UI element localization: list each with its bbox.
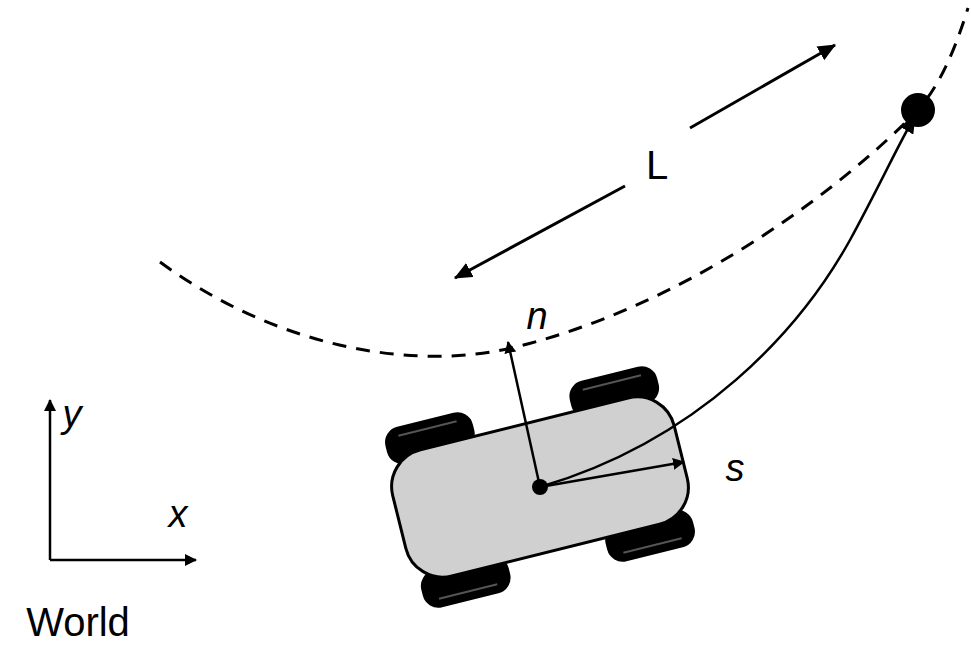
reference-path — [160, 8, 968, 356]
axis-label: x — [169, 495, 188, 533]
dimension-arrow — [455, 186, 625, 278]
dimension-arrow — [690, 45, 835, 128]
frame-label: World — [26, 602, 130, 642]
axis-label: s — [726, 449, 745, 487]
world-axis — [49, 400, 52, 560]
axis-label: n — [526, 297, 547, 335]
car-body — [384, 389, 697, 585]
car — [377, 362, 703, 613]
dimension-label: L — [646, 145, 668, 185]
body-axis — [508, 342, 540, 487]
car-center — [532, 479, 548, 495]
trajectory-curve — [540, 116, 915, 487]
body-axis — [540, 462, 684, 487]
world-axis — [50, 559, 196, 562]
axis-label: y — [63, 395, 82, 433]
target-point — [901, 93, 935, 127]
wheel — [382, 363, 699, 611]
